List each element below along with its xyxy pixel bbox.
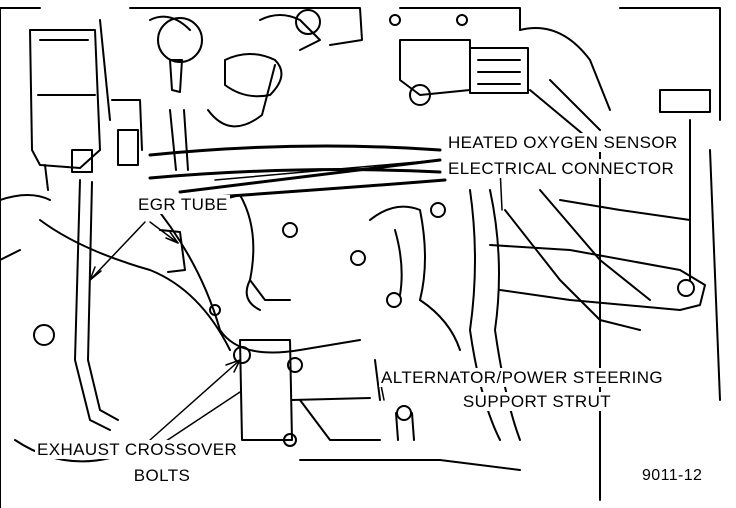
egr-tube-callout: EGR TUBE <box>136 195 230 214</box>
oxygen-sensor-callout-line-2: ELECTRICAL CONNECTOR <box>446 159 677 178</box>
support-strut <box>489 244 706 311</box>
exhaust-crossover <box>233 339 521 471</box>
exhaust-crossover-callout-line-1: EXHAUST CROSSOVER <box>35 440 240 459</box>
exhaust-manifold <box>149 194 461 354</box>
oxygen-sensor-callout-line-1: HEATED OXYGEN SENSOR <box>446 133 680 152</box>
wiring-harness <box>148 144 447 202</box>
egr-tube <box>39 179 231 431</box>
figure-id-label: 9011-12 <box>640 466 705 485</box>
right-hoses <box>469 119 721 501</box>
exhaust-crossover-callout-line-2: BOLTS <box>110 466 214 485</box>
leader-lines <box>89 159 503 446</box>
upper-components <box>129 7 721 171</box>
left-housing <box>0 7 143 508</box>
alternator-strut-callout-line-1: ALTERNATOR/POWER STEERING <box>379 368 666 387</box>
alternator-strut-callout-line-2: SUPPORT STRUT <box>430 392 644 411</box>
